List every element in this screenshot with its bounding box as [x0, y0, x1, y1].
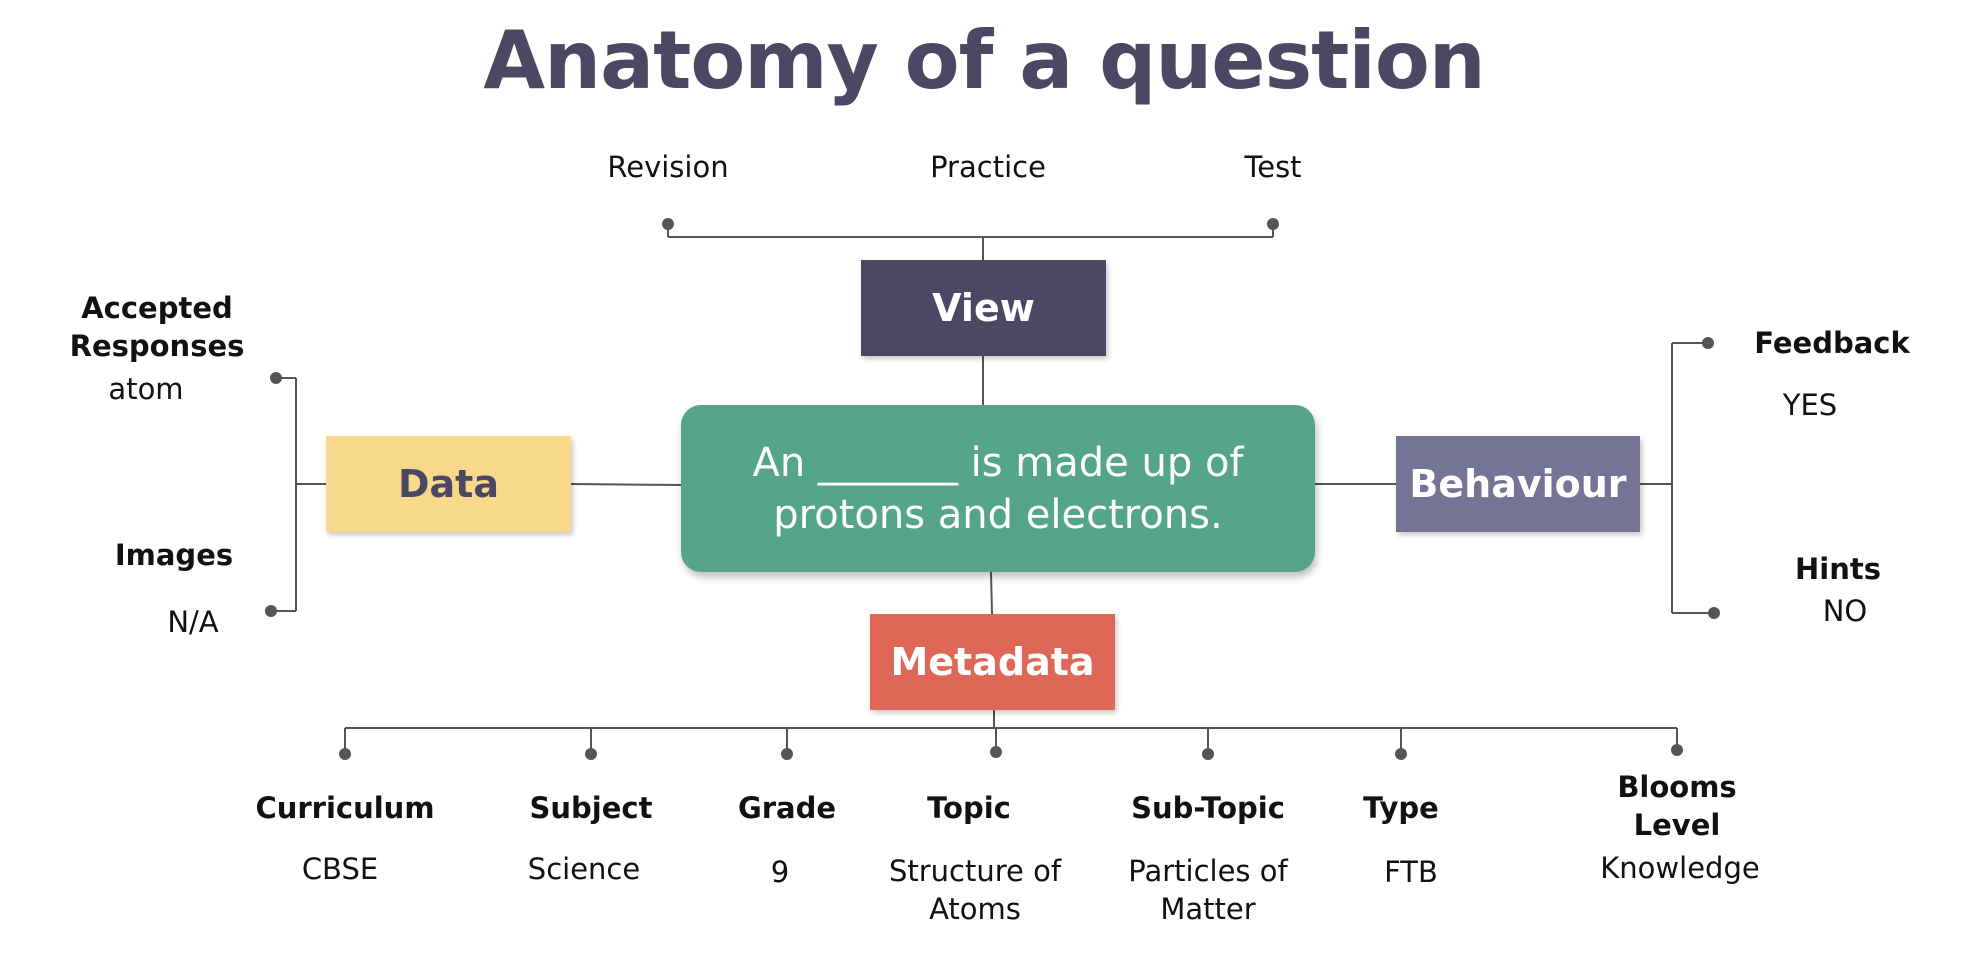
view-option-practice: Practice — [930, 150, 1046, 184]
metadata-value-grade: 9 — [770, 855, 790, 889]
metadata-value-sub-topic: Particles of Matter — [1128, 854, 1288, 926]
feedback-value: YES — [1782, 388, 1838, 422]
question-box: An _______ is made up of protons and ele… — [681, 405, 1315, 572]
metadata-value-blooms-level: Knowledge — [1600, 851, 1760, 885]
images-label: Images — [114, 538, 234, 572]
behaviour-box: Behaviour — [1396, 436, 1640, 532]
dot-feedback — [1702, 337, 1714, 349]
metadata-label-blooms-level: Blooms Level — [1617, 770, 1737, 842]
view-option-revision: Revision — [607, 150, 729, 184]
dot-curriculum — [339, 748, 351, 760]
metadata-label-topic: Topic — [927, 791, 1011, 825]
behaviour-box-label: Behaviour — [1409, 462, 1627, 506]
view-box: View — [861, 260, 1106, 356]
dot-revision — [662, 218, 674, 230]
metadata-box: Metadata — [870, 614, 1115, 710]
accepted-responses-value: atom — [108, 372, 184, 406]
metadata-value-type: FTB — [1384, 855, 1438, 889]
dot-sub-topic — [1202, 748, 1214, 760]
metadata-value-topic: Structure of Atoms — [888, 854, 1062, 926]
data-box-label: Data — [398, 462, 499, 506]
view-box-label: View — [932, 286, 1035, 330]
metadata-label-type: Type — [1363, 791, 1439, 825]
connector-data-question — [570, 483, 682, 486]
metadata-box-label: Metadata — [890, 640, 1095, 684]
dot-test — [1267, 218, 1279, 230]
accepted-responses-label: Accepted Responses — [69, 291, 245, 363]
hints-label: Hints — [1795, 552, 1881, 586]
view-option-test: Test — [1244, 150, 1302, 184]
dot-type — [1395, 748, 1407, 760]
images-value: N/A — [167, 605, 219, 639]
metadata-label-curriculum: Curriculum — [255, 791, 435, 825]
dot-hints — [1708, 607, 1720, 619]
data-box: Data — [326, 436, 571, 532]
metadata-label-grade: Grade — [737, 791, 837, 825]
metadata-value-subject: Science — [527, 852, 641, 886]
metadata-value-curriculum: CBSE — [301, 852, 379, 886]
dot-grade — [781, 748, 793, 760]
dot-topic — [990, 746, 1002, 758]
dot-subject — [585, 748, 597, 760]
dot-accepted — [270, 372, 282, 384]
page-title: Anatomy of a question — [483, 14, 1486, 107]
connector-question-metadata — [990, 571, 993, 615]
metadata-label-sub-topic: Sub-Topic — [1131, 791, 1285, 825]
dot-blooms-level — [1671, 744, 1683, 756]
dot-images — [265, 605, 277, 617]
question-text: An _______ is made up of protons and ele… — [752, 439, 1244, 538]
feedback-label: Feedback — [1754, 326, 1910, 360]
metadata-label-subject: Subject — [529, 791, 653, 825]
hints-value: NO — [1822, 594, 1868, 628]
